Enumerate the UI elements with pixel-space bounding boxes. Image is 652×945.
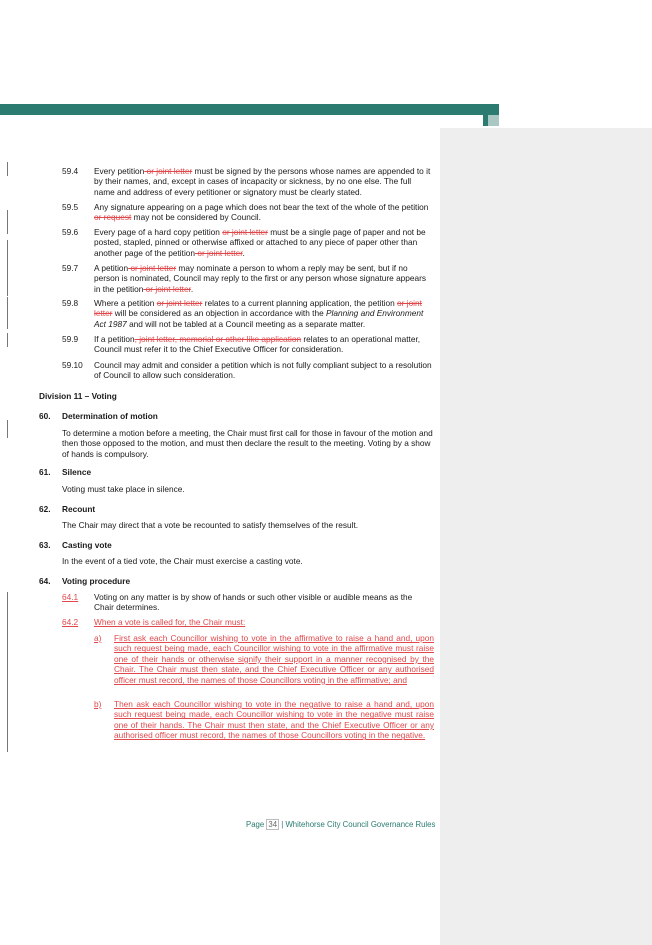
- clause-text: Voting on any matter is by show of hands…: [94, 592, 413, 613]
- clause-text: If a petition, joint letter, memorial or…: [94, 334, 434, 355]
- division-heading: Division 11 – Voting: [39, 391, 117, 401]
- change-bar: [7, 333, 8, 347]
- text-run: relates to a current planning applicatio…: [202, 298, 398, 308]
- clause-number: 59.8: [62, 298, 79, 308]
- section-60-title: Determination of motion: [62, 411, 158, 421]
- deleted-text: or joint letter: [94, 298, 422, 319]
- text-run: must be signed by the persons whose name…: [94, 166, 431, 197]
- clause-text: Every page of a hard copy petition or jo…: [94, 227, 434, 258]
- section-61-body: Voting must take place in silence.: [62, 484, 185, 494]
- text-run: Any signature appearing on a page which …: [94, 202, 429, 212]
- text-run: may nominate a person to whom a reply ma…: [94, 263, 427, 294]
- deleted-text: , joint letter, memorial or other like a…: [134, 334, 302, 344]
- italic-text: Planning and Environment Act 1987: [94, 308, 424, 329]
- clause-text: Every petition or joint letter must be s…: [94, 166, 434, 197]
- section-64-title: Voting procedure: [62, 576, 131, 586]
- text-run: .: [190, 283, 194, 294]
- footer-separator: |: [281, 820, 284, 829]
- clause-text: Any signature appearing on a page which …: [94, 202, 434, 223]
- clause-number: 59.4: [62, 166, 79, 176]
- change-bar: [7, 592, 8, 752]
- clause-text: When a vote is called for, the Chair mus…: [94, 617, 246, 627]
- deleted-text: or joint letter: [156, 298, 203, 308]
- change-bar: [7, 262, 8, 296]
- clause-text: Where a petition or joint letter relates…: [94, 298, 434, 329]
- section-62-number: 62.: [39, 504, 51, 514]
- clause-number: 59.6: [62, 227, 79, 237]
- section-63-number: 63.: [39, 540, 51, 550]
- text-run: .: [242, 247, 245, 258]
- section-62-title: Recount: [62, 504, 96, 514]
- text-run: If a petition: [94, 334, 135, 344]
- clause-number: 64.1: [62, 592, 79, 602]
- section-63-body: In the event of a tied vote, the Chair m…: [62, 556, 303, 566]
- header-band: [0, 104, 499, 115]
- clause-number: 59.10: [62, 360, 83, 370]
- deleted-text: or joint letter: [222, 227, 268, 237]
- clause-number: 59.7: [62, 263, 79, 273]
- text-run: Council may admit and consider a petitio…: [94, 360, 432, 381]
- change-bar: [7, 240, 8, 270]
- change-bar: [7, 420, 8, 438]
- change-bar: [7, 162, 8, 176]
- footer-title: Whitehorse City Council Governance Rules: [285, 820, 436, 829]
- section-60-body: To determine a motion before a meeting, …: [62, 428, 433, 459]
- header-tab-notch: [488, 115, 499, 126]
- text-run: A petition: [94, 263, 129, 273]
- section-61-title: Silence: [62, 467, 92, 477]
- clause-text: Council may admit and consider a petitio…: [94, 360, 434, 381]
- deleted-text: or request: [94, 212, 132, 223]
- deleted-text: or joint letter: [144, 166, 193, 176]
- section-64-number: 64.: [39, 576, 51, 586]
- clause-number: 64.2: [62, 617, 79, 627]
- deleted-text: or joint letter: [195, 247, 243, 258]
- text-run: must be a single page of paper and not b…: [94, 227, 426, 258]
- sub-item-text: Then ask each Councillor wishing to vote…: [114, 699, 434, 741]
- text-run: Every page of a hard copy petition: [94, 227, 223, 237]
- section-63-title: Casting vote: [62, 540, 112, 550]
- text-run: and will not be tabled at a Council meet…: [126, 318, 366, 329]
- text-run: Where a petition: [94, 298, 157, 308]
- section-61-number: 61.: [39, 467, 51, 477]
- page-footer: Page 34 | Whitehorse City Council Govern…: [246, 819, 436, 830]
- sub-item-letter: a): [94, 633, 102, 643]
- sub-item-letter: b): [94, 699, 102, 709]
- clause-number: 59.5: [62, 202, 79, 212]
- footer-page-number: 34: [266, 819, 280, 830]
- deleted-text: or joint letter: [128, 263, 177, 273]
- clause-text: A petition or joint letter may nominate …: [94, 263, 434, 294]
- change-bar: [7, 297, 8, 329]
- text-run: may not be considered by Council.: [131, 212, 261, 223]
- deleted-text: or joint letter: [143, 283, 191, 294]
- change-bar: [7, 210, 8, 234]
- text-run: Every petition: [94, 166, 145, 176]
- text-run: relates to an operational matter, Counci…: [94, 334, 421, 355]
- section-62-body: The Chair may direct that a vote be reco…: [62, 520, 359, 530]
- footer-page-prefix: Page: [246, 820, 265, 829]
- section-60-number: 60.: [39, 411, 51, 421]
- sub-item-text: First ask each Councillor wishing to vot…: [114, 633, 434, 685]
- text-run: will be considered as an objection in ac…: [112, 308, 326, 319]
- clause-number: 59.9: [62, 334, 79, 344]
- comment-margin-panel: [440, 128, 652, 945]
